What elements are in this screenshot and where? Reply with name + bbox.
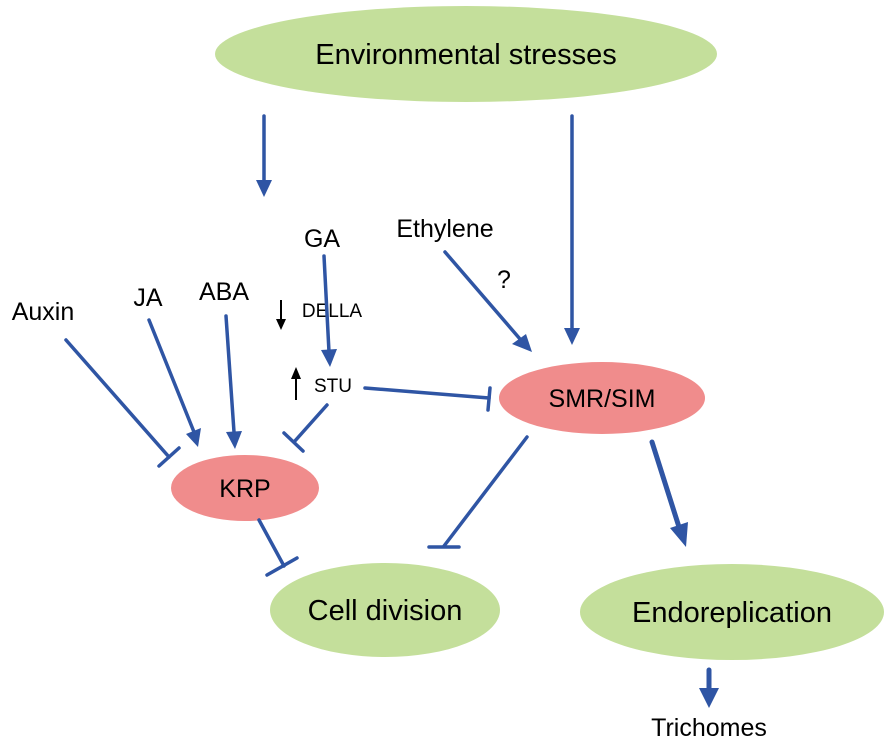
node-krp: KRP [171, 455, 319, 521]
trichomes-label: Trichomes [651, 714, 767, 742]
node-cell-division: Cell division [270, 563, 500, 657]
aba-label: ABA [199, 278, 249, 306]
edge-aba-to-krp [224, 314, 242, 449]
della-down-indicator [276, 300, 286, 330]
environmental-stresses-label: Environmental stresses [315, 39, 616, 71]
edge-stress-to-krp-pathway [256, 114, 272, 197]
environmental-stresses-shape [215, 6, 717, 102]
smr-sim-shape [499, 362, 705, 434]
stu-label: STU [314, 376, 352, 397]
edge-endoreplication-to-trichomes [699, 667, 719, 708]
endoreplication-shape [580, 564, 884, 660]
question-mark-label: ? [497, 266, 511, 294]
edge-stress-to-smr-sim [564, 114, 580, 345]
ja-label: JA [133, 284, 163, 312]
edge-ja-to-krp [147, 318, 201, 447]
node-endoreplication: Endoreplication [580, 564, 884, 660]
edge-stu-inhibits-krp [282, 403, 329, 453]
node-environmental-stresses: Environmental stresses [215, 6, 717, 102]
smr-sim-label: SMR/SIM [549, 385, 656, 413]
node-smr-sim: SMR/SIM [499, 362, 705, 434]
edge-smr-sim-inhibits-cell-division [427, 435, 529, 549]
della-label: DELLA [302, 301, 363, 322]
stu-up-indicator [291, 367, 301, 400]
edge-auxin-inhibits-krp [64, 338, 181, 468]
edge-smr-sim-to-endoreplication [649, 439, 688, 547]
endoreplication-label: Endoreplication [632, 597, 832, 629]
krp-label: KRP [219, 475, 270, 503]
cell-division-label: Cell division [308, 595, 463, 627]
edge-ethylene-to-smr-sim [443, 250, 532, 352]
ga-label: GA [304, 225, 340, 253]
cell-division-shape [270, 563, 500, 657]
auxin-label: Auxin [12, 298, 75, 326]
edge-ga-to-stu [321, 254, 337, 367]
krp-shape [171, 455, 319, 521]
edge-krp-inhibits-cell-division [257, 518, 299, 577]
ethylene-label: Ethylene [396, 215, 493, 243]
edge-stu-inhibits-smr-sim [363, 386, 492, 412]
